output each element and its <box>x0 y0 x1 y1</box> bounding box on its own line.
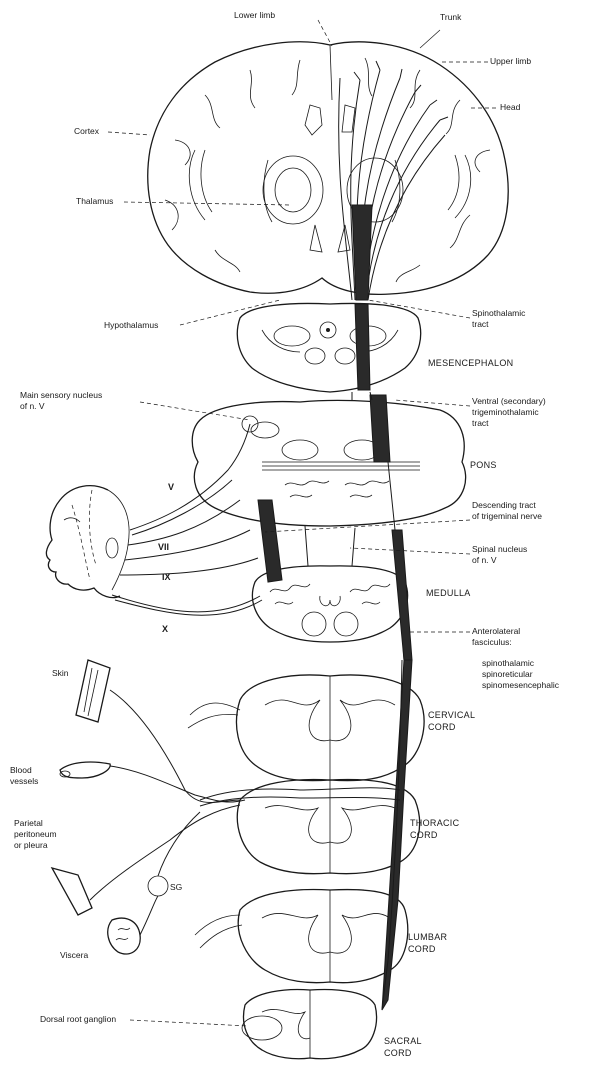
blood-vessels-sample <box>60 762 110 778</box>
label-nerve-vii: VII <box>158 542 169 552</box>
label-thalamus: Thalamus <box>76 196 113 206</box>
lumbar-cord-section <box>195 890 408 983</box>
label-parietal-line2: peritoneum <box>14 829 57 839</box>
anterolateral-fasciculus-column <box>382 660 412 1010</box>
cervical-cord-section <box>188 675 424 781</box>
label-descending-tract-line2: of trigeminal nerve <box>472 511 542 521</box>
skin-sample <box>76 660 110 722</box>
label-ventral-trigeminothalamic-line2: trigeminothalamic <box>472 407 539 417</box>
label-mesencephalon: MESENCEPHALON <box>428 358 513 368</box>
label-ventral-trigeminothalamic-line3: tract <box>472 418 489 428</box>
label-descending-tract-line1: Descending tract <box>472 500 536 510</box>
label-main-sensory-nucleus-line1: Main sensory nucleus <box>20 390 102 400</box>
parietal-membrane-sample <box>52 868 92 915</box>
diagram-labels: Lower limb Trunk Upper limb Head Cortex … <box>10 10 560 1058</box>
mesencephalon-section <box>237 303 420 392</box>
label-anterolateral-line5: spinomesencephalic <box>482 680 560 690</box>
label-anterolateral-line1: Anterolateral <box>472 626 520 636</box>
face-profile <box>46 486 129 598</box>
label-lumbar-line1: LUMBAR <box>408 932 448 942</box>
label-lower-limb: Lower limb <box>234 10 275 20</box>
label-anterolateral-line2: fasciculus: <box>472 637 512 647</box>
label-sg: SG <box>170 882 182 892</box>
label-cervical-line2: CORD <box>428 722 456 732</box>
label-nerve-x: X <box>162 624 168 634</box>
label-medulla: MEDULLA <box>426 588 471 598</box>
label-skin: Skin <box>52 668 69 678</box>
sympathetic-ganglion <box>148 876 168 896</box>
pons-section <box>192 395 465 526</box>
label-sacral-line1: SACRAL <box>384 1036 422 1046</box>
label-trunk: Trunk <box>440 12 462 22</box>
label-lumbar-line2: CORD <box>408 944 436 954</box>
label-thoracic-line1: THORACIC <box>410 818 460 828</box>
thalamocortical-fibers <box>339 61 448 300</box>
label-pons: PONS <box>470 460 497 470</box>
label-dorsal-root-ganglion: Dorsal root ganglion <box>40 1014 116 1024</box>
label-anterolateral-line3: spinothalamic <box>482 658 535 668</box>
label-sacral-line2: CORD <box>384 1048 412 1058</box>
label-cervical-line1: CERVICAL <box>428 710 475 720</box>
label-parietal-line1: Parietal <box>14 818 43 828</box>
label-spinothalamic-tract-line2: tract <box>472 319 489 329</box>
medulla-section <box>252 500 407 642</box>
peripheral-nerves <box>90 690 400 935</box>
label-spinal-nucleus-line1: Spinal nucleus <box>472 544 527 554</box>
sacral-cord-section <box>242 990 377 1059</box>
label-main-sensory-nucleus-line2: of n. V <box>20 401 45 411</box>
label-cortex: Cortex <box>74 126 100 136</box>
label-thoracic-line2: CORD <box>410 830 438 840</box>
label-blood-vessels-line1: Blood <box>10 765 32 775</box>
label-blood-vessels-line2: vessels <box>10 776 38 786</box>
label-spinothalamic-tract-line1: Spinothalamic <box>472 308 526 318</box>
label-hypothalamus: Hypothalamus <box>104 320 158 330</box>
cranial-nerves <box>112 424 262 615</box>
label-upper-limb: Upper limb <box>490 56 531 66</box>
label-ventral-trigeminothalamic-line1: Ventral (secondary) <box>472 396 546 406</box>
label-parietal-line3: or pleura <box>14 840 48 850</box>
label-nerve-ix: IX <box>162 572 171 582</box>
viscera-sample <box>108 918 140 954</box>
label-nerve-v: V <box>168 482 174 492</box>
label-head: Head <box>500 102 521 112</box>
cerebrum-coronal-section <box>148 42 508 295</box>
label-spinal-nucleus-line2: of n. V <box>472 555 497 565</box>
label-viscera: Viscera <box>60 950 88 960</box>
label-anterolateral-line4: spinoreticular <box>482 669 533 679</box>
